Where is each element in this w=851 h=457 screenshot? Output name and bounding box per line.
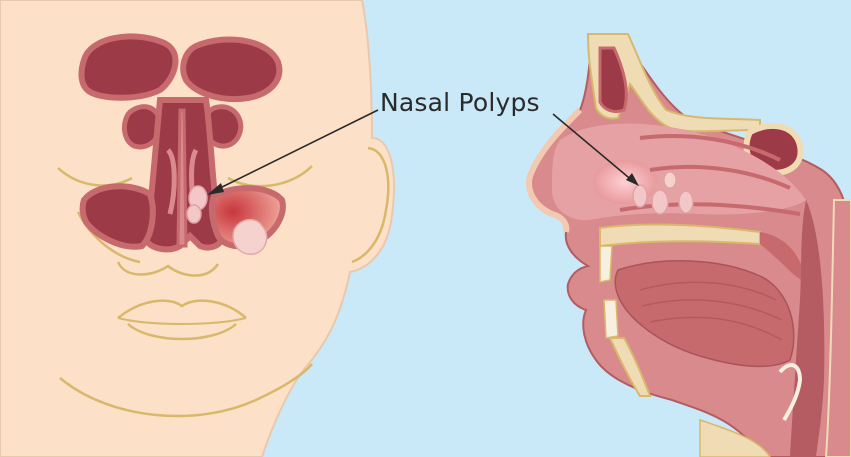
left-maxillary-sinus — [79, 183, 156, 250]
callout-label: Nasal Polyps — [380, 88, 540, 117]
tongue-muscle-lines — [639, 281, 783, 341]
turbinate-middle — [649, 164, 791, 190]
nose-outline — [116, 261, 220, 277]
left-frontal-sinus — [78, 33, 179, 101]
lip-line — [117, 317, 247, 325]
lower-lip — [127, 323, 237, 341]
soft-palate — [760, 232, 806, 281]
ear — [351, 146, 390, 264]
upper-teeth — [599, 245, 613, 283]
side-skin-outline — [526, 107, 583, 233]
polyp-front-2 — [186, 204, 202, 224]
nasal-septum — [176, 108, 188, 248]
polyp-front-3 — [232, 218, 268, 255]
lower-teeth — [603, 299, 619, 339]
arrow-to-front-polyp — [211, 109, 379, 193]
chin-line — [59, 363, 313, 418]
left-turbinate — [165, 148, 177, 215]
sagittal-head-view — [526, 33, 851, 457]
front-face-view — [0, 0, 395, 457]
left-eye-line — [57, 167, 133, 187]
turbinate-upper — [639, 134, 781, 162]
callout-arrows — [207, 109, 639, 195]
polyp-side-3 — [678, 190, 694, 214]
mandible — [608, 337, 652, 397]
polyp-side-2 — [651, 189, 669, 215]
tongue — [614, 260, 795, 368]
upper-lip — [117, 299, 247, 319]
right-eye-line — [227, 165, 313, 188]
arrow-to-side-polyp — [552, 113, 635, 183]
side-frontal-sinus — [598, 46, 628, 114]
arrowhead-front — [207, 183, 224, 195]
right-frontal-sinus — [180, 36, 283, 102]
epiglottis — [778, 363, 803, 422]
polyp-side-1 — [632, 184, 648, 208]
polyp-side-4 — [663, 171, 677, 189]
left-ethmoid-sinus — [122, 104, 163, 150]
arrowhead-side — [626, 173, 639, 186]
